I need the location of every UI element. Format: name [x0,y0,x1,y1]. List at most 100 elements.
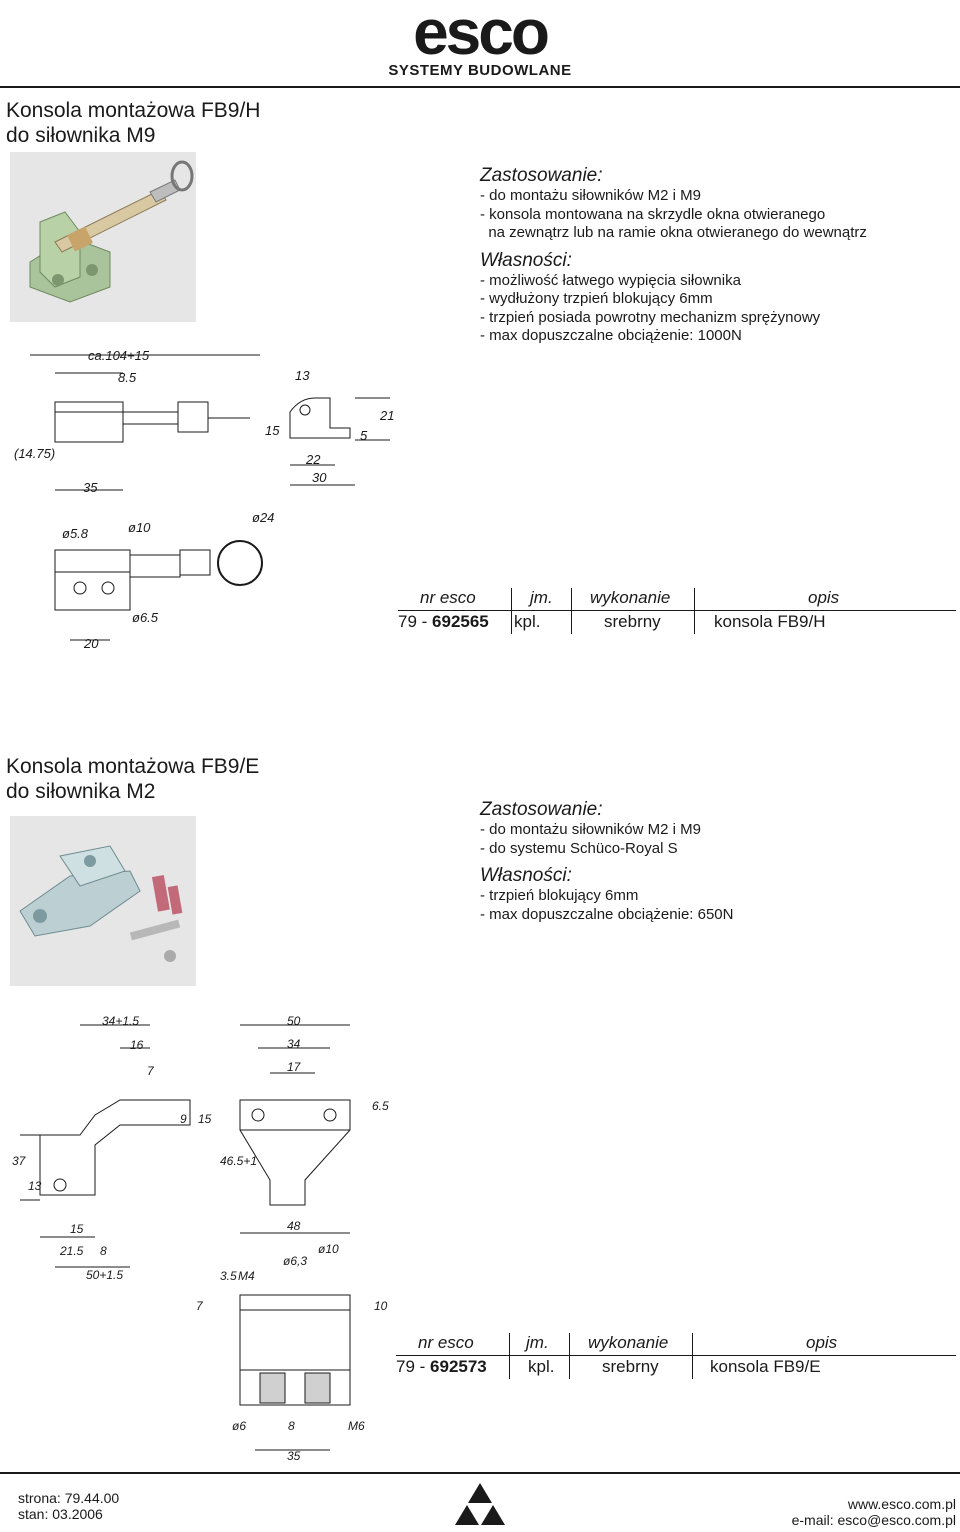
product-2-description: Zastosowanie: - do montażu siłowników M2… [480,799,733,924]
zastosowanie-list: - do montażu siłowników M2 i M9 - do sys… [480,821,733,858]
col-jm: jm. [526,1333,549,1352]
table-row: 79 - 692573 kpl. srebrny konsola FB9/E [396,1357,956,1381]
dim-label: 7 [196,1299,204,1313]
dim-label: 10 [374,1299,388,1313]
dim-label: 37 [12,1154,27,1168]
col-nr-esco: nr esco [418,1333,474,1352]
col-sep [571,588,572,634]
website-link[interactable]: www.esco.com.pl [847,1496,956,1512]
wlasnosci-list: - trzpień blokujący 6mm - max dopuszczal… [480,887,733,924]
product-1-photo [10,152,196,322]
dim-label: 7 [147,1064,155,1078]
dim-label: 35 [83,480,98,495]
product-2-photo [10,816,196,986]
col-opis: opis [806,1333,838,1352]
col-wykonanie: wykonanie [590,588,671,607]
list-item: - max dopuszczalne obciążenie: 1000N [480,327,742,344]
list-item: - max dopuszczalne obciążenie: 650N [480,905,734,923]
dim-label: 15 [198,1112,212,1126]
dim-label: 8 [100,1244,107,1258]
dim-label: 34 [287,1037,301,1051]
dim-label: ø10 [128,520,151,535]
dim-label: 15 [70,1222,84,1236]
dim-label: ø10 [318,1242,339,1256]
dim-label: 20 [83,636,99,651]
footer-right: www.esco.com.pl e-mail: esco@esco.com.pl [792,1496,956,1528]
dim-label: 9 [180,1112,187,1126]
product-2-table: nr esco jm. wykonanie opis 79 - 692573 k… [396,1333,956,1383]
dim-label: M6 [348,1419,365,1433]
list-item: - trzpień posiada powrotny mechanizm spr… [480,308,821,326]
cell-finish: srebrny [602,1357,659,1376]
dim-label: 13 [28,1179,42,1193]
dim-label: 22 [305,452,321,467]
product-1-title: Konsola montażowa FB9/H do siłownika M9 [6,98,260,148]
dim-label: 46.5+1 [220,1154,257,1168]
table-header-row: nr esco jm. wykonanie opis [396,1333,956,1357]
cell-finish: srebrny [604,612,661,631]
list-item: - wydłużony trzpień blokujący 6mm [480,290,713,307]
col-sep [509,1333,510,1379]
esco-logo: esco SYSTEMY BUDOWLANE [380,0,580,80]
revision-date: stan: 03.2006 [18,1506,103,1522]
header-divider [0,86,960,88]
list-item: - możliwość łatwego wypięcia siłownika [480,271,741,289]
cell-code: 79 - 692565 [398,612,489,632]
product-1-table: nr esco jm. wykonanie opis 79 - 692565 k… [398,588,956,638]
dim-label: ø6,3 [283,1254,307,1268]
logo-wordmark: esco [413,0,550,68]
footer-left: strona: 79.44.00 stan: 03.2006 [18,1490,119,1522]
cell-desc: konsola FB9/E [710,1357,821,1376]
list-item: - trzpień blokujący 6mm [480,887,639,904]
col-sep [569,1333,570,1379]
list-item: na zewnątrz lub na ramie okna otwieraneg… [480,224,867,241]
dim-label: ø5.8 [62,526,89,541]
dim-label: 30 [312,470,327,485]
footer-divider [0,1472,960,1474]
dim-label: ø6.5 [132,610,159,625]
product-2-title: Konsola montażowa FB9/E do siłownika M2 [6,754,259,804]
dim-label: 17 [287,1060,302,1074]
wlasnosci-heading: Własności: [480,249,572,271]
cell-desc: konsola FB9/H [714,612,826,631]
col-nr-esco: nr esco [420,588,476,607]
table-divider [398,610,956,611]
code-prefix: 79 - [396,1357,431,1376]
product-1-title-line2: do siłownika M9 [6,124,156,147]
table-header-row: nr esco jm. wykonanie opis [398,588,956,612]
dim-label: 50 [287,1014,301,1028]
list-item: - konsola montowana na skrzydle okna otw… [480,205,826,223]
dim-label: 6.5 [372,1099,389,1113]
col-opis: opis [808,588,840,607]
zastosowanie-heading: Zastosowanie: [480,165,603,186]
dim-label: M4 [238,1269,255,1283]
cell-unit: kpl. [514,612,541,631]
page-number: strona: 79.44.00 [18,1490,120,1506]
dim-label: ca.104+15 [88,348,150,363]
list-item: - do montażu siłowników M2 i M9 [480,821,701,838]
email-link[interactable]: e-mail: esco@esco.com.pl [791,1512,956,1528]
dim-label: 34+1.5 [102,1014,139,1028]
bracket-pin-illustration [10,152,196,322]
zastosowanie-list: - do montażu siłowników M2 i M9 - konsol… [480,187,867,243]
col-sep [511,588,512,634]
dim-label: 48 [287,1219,301,1233]
dim-label: 8 [288,1419,295,1433]
product-2-technical-drawing: 34+1.5 16 7 9 15 37 13 15 21.5 8 50+1.5 … [12,1014,389,1463]
dim-label: ø24 [252,510,274,525]
dim-label: 21 [379,408,394,423]
table-divider [396,1355,956,1356]
col-jm: jm. [530,588,553,607]
dim-label: 13 [295,368,310,383]
product-1-title-line1: Konsola montażowa FB9/H [6,99,261,122]
dim-label: 21.5 [59,1244,84,1258]
cell-unit: kpl. [528,1357,555,1376]
code-number: 692565 [432,612,489,631]
list-item: - do montażu siłowników M2 i M9 [480,187,701,204]
dim-label: 8.5 [118,370,137,385]
code-prefix: 79 - [398,612,433,631]
wlasnosci-heading: Własności: [480,865,572,886]
zastosowanie-heading: Zastosowanie: [480,799,603,820]
product-1-description: Zastosowanie: - do montażu siłowników M2… [480,165,867,346]
table-row: 79 - 692565 kpl. srebrny konsola FB9/H [398,612,956,636]
